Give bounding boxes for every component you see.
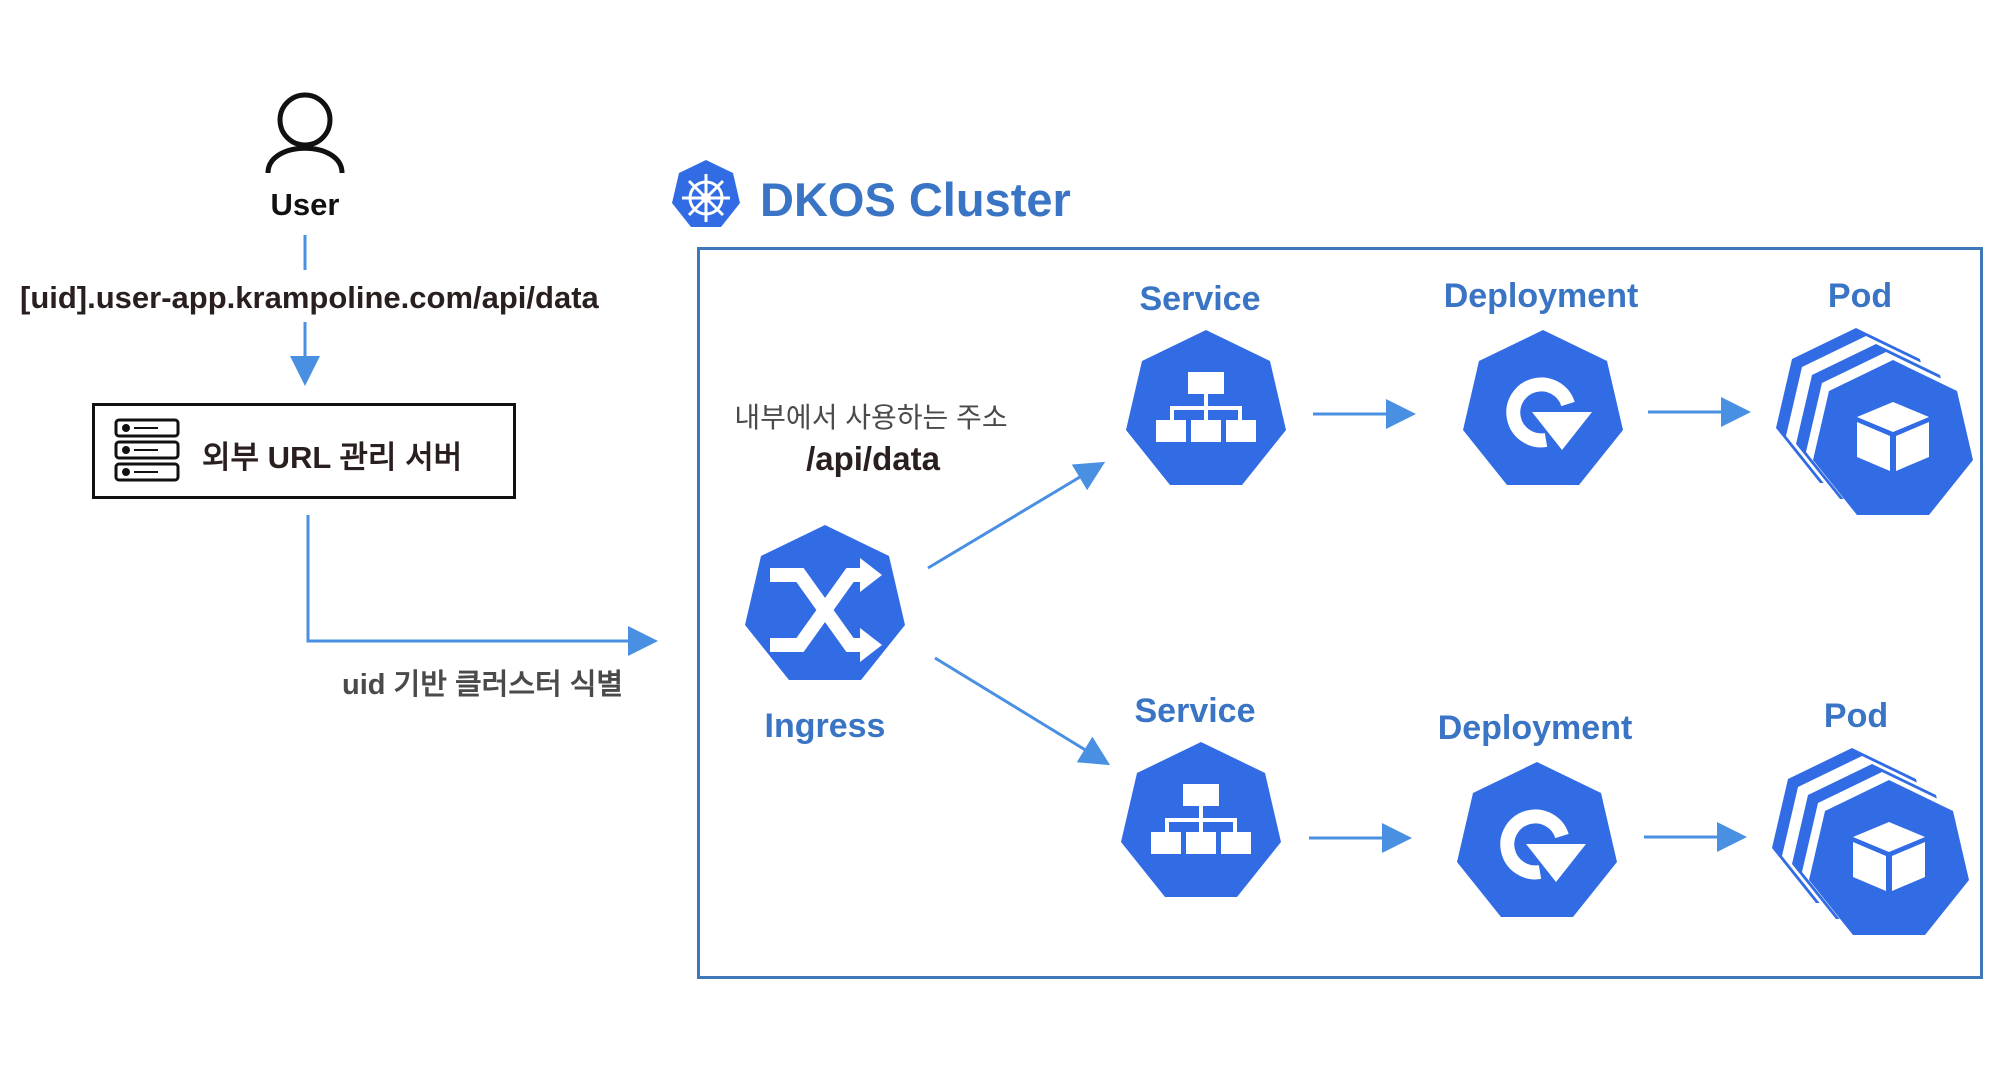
shuffle-icon	[770, 568, 862, 652]
deployment-2-icon	[1457, 762, 1617, 917]
cube-icon	[1857, 402, 1929, 471]
user-label: User	[270, 187, 340, 222]
deployment-2-label: Deployment	[1437, 709, 1633, 747]
cube-icon	[1853, 822, 1925, 891]
cluster-title: DKOS Cluster	[760, 173, 1071, 226]
pod-2-label: Pod	[1823, 697, 1889, 735]
server-to-ingress-arrow	[306, 515, 658, 656]
ingress-to-service-1-arrow	[927, 461, 1106, 570]
deployment-1-icon	[1463, 330, 1623, 485]
request-url-label: [uid].user-app.krampoline.com/api/data	[20, 280, 599, 315]
pod-1-label: Pod	[1827, 277, 1893, 315]
deployment-1-label: Deployment	[1443, 277, 1639, 315]
internal-address-path: /api/data	[806, 440, 940, 477]
service-2-icon	[1121, 742, 1281, 897]
kubernetes-helm-icon	[672, 160, 740, 227]
service-2-label: Service	[1134, 692, 1256, 730]
server-icon	[114, 418, 180, 482]
ingress-to-service-2-arrow	[934, 656, 1111, 766]
ingress-icon	[745, 525, 905, 680]
dkos-cluster-boundary	[697, 247, 1983, 979]
user-icon	[265, 92, 345, 174]
cluster-identify-label: uid 기반 클러스터 식별	[342, 669, 624, 701]
pod-1-icon	[1776, 328, 1973, 515]
external-server-label: 외부 URL 관리 서버	[202, 440, 463, 475]
internal-address-caption: 내부에서 사용하는 주소	[734, 402, 1008, 433]
service-1-icon	[1126, 330, 1286, 485]
service-1-label: Service	[1139, 280, 1261, 318]
ingress-label: Ingress	[764, 707, 886, 745]
pod-2-icon	[1772, 748, 1969, 935]
